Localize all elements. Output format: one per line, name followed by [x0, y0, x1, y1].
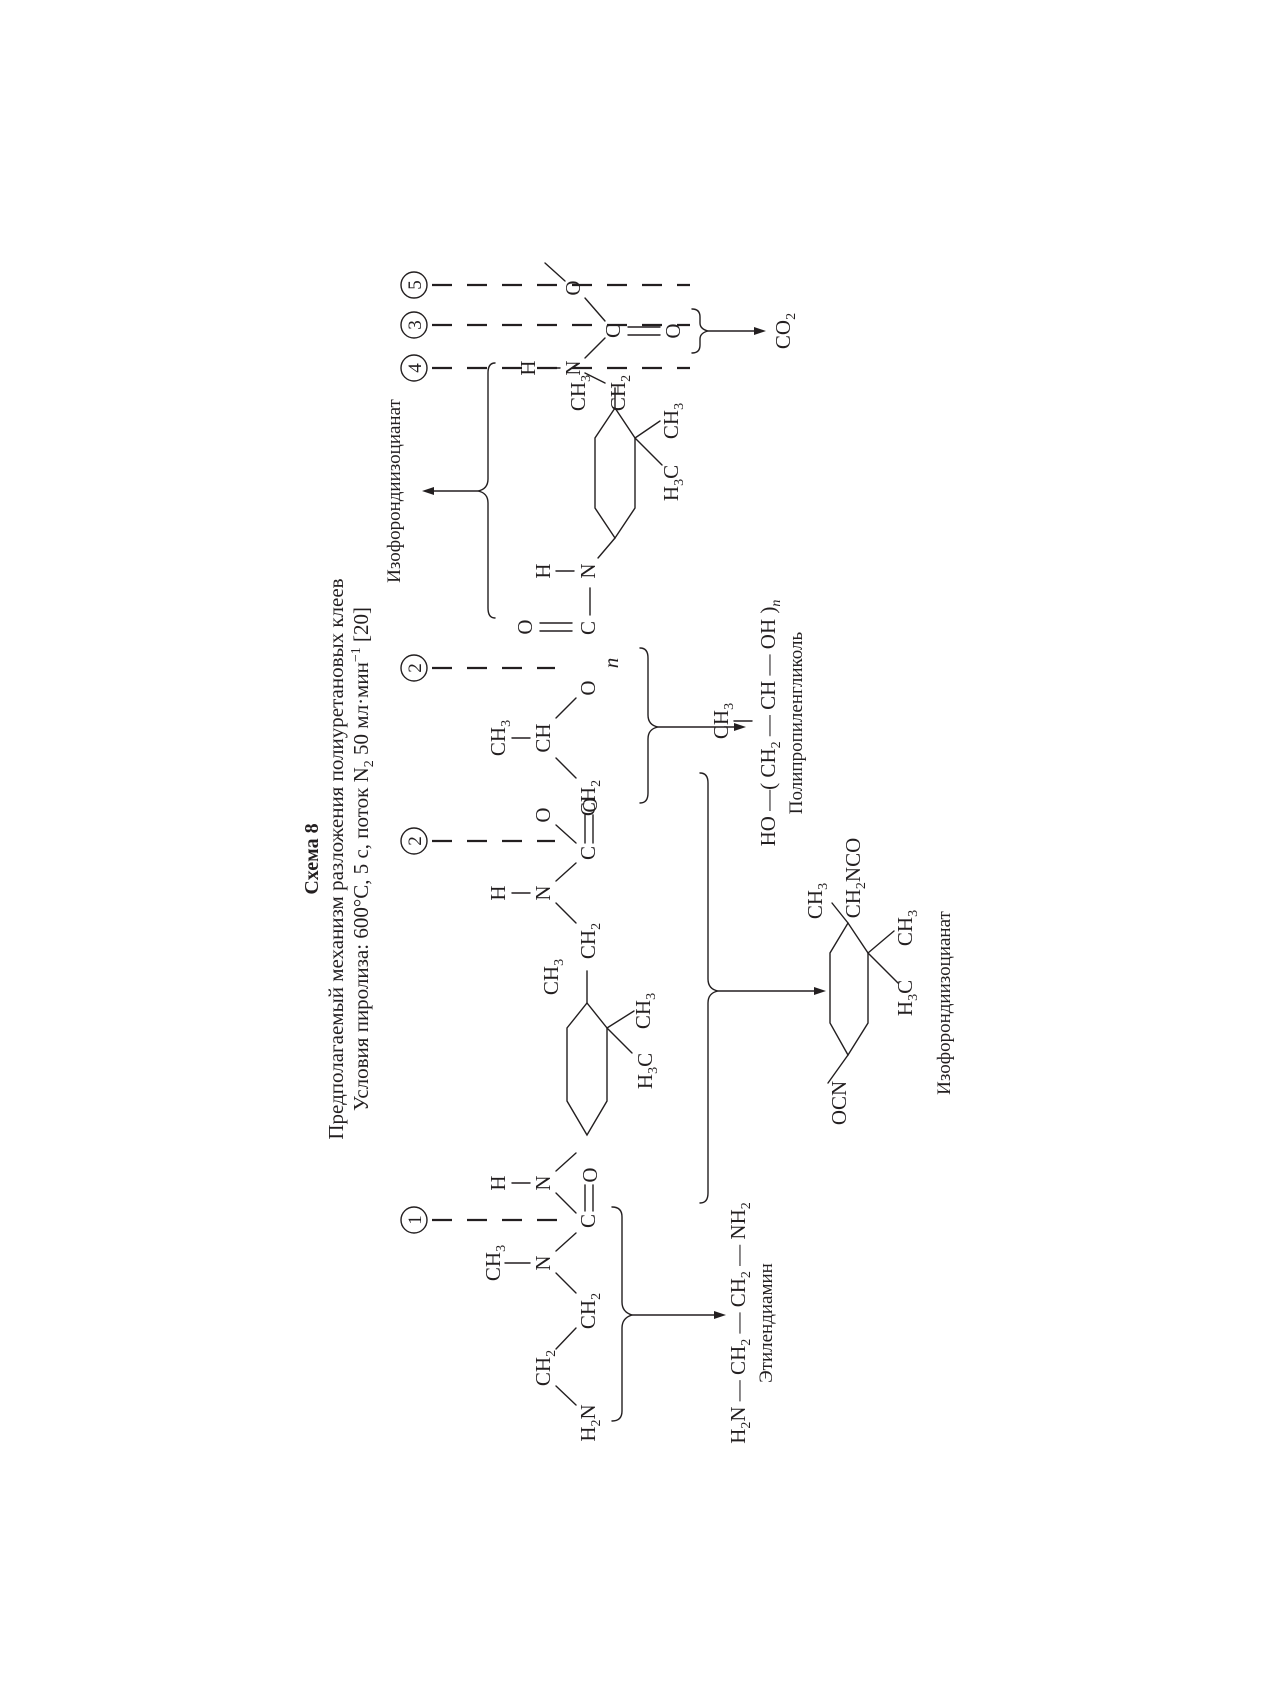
isophorone-diisocyanate-product-1: OCN CH3 H3C CH3 CH2NCO Изофорондиизоциан… — [803, 838, 955, 1125]
label-isophorone-diisocyanate-2: Изофорондиизоцианат — [934, 910, 955, 1094]
pyrolysis-conditions: Условия пиролиза: 600°С, 5 с, поток N2 5… — [349, 607, 377, 1111]
atom-h-urethane-2: H — [486, 885, 510, 900]
atom-ch2-b: CH2 — [576, 1293, 604, 1329]
atom-c-carbonyl-1: C — [576, 1214, 600, 1228]
isophorone-unit-1: C O N H CH3 H3C CH3 CH2 N H C O O — [486, 772, 826, 1228]
atom-h2n: H2N — [576, 1404, 604, 1441]
atom-ch3-prod-a: CH3 — [893, 910, 921, 946]
atom-h3c-ring-1: H3C — [633, 1053, 661, 1089]
atom-h-urethane-1: H — [486, 1175, 510, 1190]
atom-o-ppg: O — [576, 680, 600, 695]
atom-n-urethane-2: N — [531, 885, 555, 900]
atom-n-amine: N — [531, 1255, 555, 1270]
atom-c-carbonyl-2: C — [576, 846, 600, 860]
atom-c-carbonyl-4: C — [601, 324, 625, 338]
atom-ch3-ring-1a: CH3 — [631, 993, 659, 1029]
atom-o-carbonyl-1: O — [578, 1167, 602, 1182]
cleavage-site-4: 4 — [405, 363, 426, 373]
cleavage-site-2b: 2 — [405, 663, 426, 673]
polypropylene-glycol-segment: CH2 CH CH3 O n HO —( CH2 — CH — OH )n CH… — [486, 600, 807, 847]
atom-n-urethane-3: N — [576, 563, 600, 578]
atom-o-carbonyl-3: O — [513, 619, 537, 634]
atom-ch2nco-prod: CH2NCO — [841, 838, 869, 919]
atom-ch2-ring-1: CH2 — [576, 923, 604, 959]
atom-n-urethane-1: N — [531, 1175, 555, 1190]
repeat-index-n: n — [599, 658, 623, 669]
ethylenediamine-fragment: H2N CH2 CH2 N CH3 H2N — CH2 — CH2 — NH2 … — [481, 1202, 777, 1444]
atom-h-urethane-3: H — [531, 563, 555, 578]
label-isophorone-diisocyanate-1: Изофорондиизоцианат — [384, 398, 405, 582]
atom-o-carbonyl-4: O — [661, 323, 685, 338]
scheme-title: Схема 8 — [301, 823, 323, 894]
atom-ch2-ppg: CH2 — [576, 780, 604, 816]
atom-h3c-ring-2: H3C — [659, 465, 687, 501]
atom-ch3-ring-2b: CH3 — [566, 375, 594, 411]
atom-h-urethane-4: H — [516, 360, 540, 375]
atom-ch-ppg: CH — [531, 723, 555, 752]
atom-ch3-n: CH3 — [481, 1245, 509, 1281]
atom-ch2-ring-2: CH2 — [606, 375, 634, 411]
atom-ch3-ring-1b: CH3 — [539, 959, 567, 995]
atom-n-urethane-4: N — [561, 360, 585, 375]
rotated-scheme: Схема 8 Предполагаемый механизм разложен… — [301, 262, 955, 1444]
ppg-formula: HO —( CH2 — CH — OH )n — [756, 600, 784, 847]
atom-ch3-ppg: CH3 — [486, 720, 514, 756]
atom-o-ester-2: O — [561, 280, 585, 295]
atom-ch2-a: CH2 — [531, 1350, 559, 1386]
atom-h3c-prod: H3C — [893, 980, 921, 1016]
ethylenediamine-formula: H2N — CH2 — CH2 — NH2 — [726, 1202, 754, 1444]
scheme-subtitle: Предполагаемый механизм разложения полиу… — [324, 578, 348, 1139]
cleavage-site-3: 3 — [405, 320, 426, 330]
co2-product: CO2 — [771, 313, 799, 349]
label-ethylenediamine: Этилендиамин — [756, 1263, 777, 1383]
atom-o-ester-1: O — [531, 807, 555, 822]
atom-o-carbonyl-2: O — [578, 797, 602, 812]
label-polypropylene-glycol: Полипропиленгликоль — [786, 631, 807, 814]
atom-ch3-ring-2a: CH3 — [659, 403, 687, 439]
cleavage-site-5: 5 — [405, 280, 426, 290]
cleavage-site-2a: 2 — [405, 836, 426, 846]
cleavage-site-1: 1 — [405, 1215, 426, 1225]
atom-ch3-ppg-prod: CH3 — [709, 703, 737, 739]
cleavage-markers: 1 2 2 4 3 5 — [400, 271, 690, 1234]
atom-ch3-prod-b: CH3 — [803, 883, 831, 919]
isophorone-unit-2: C O N H CH3 H3C CH3 CH2 N H C O O Изофор… — [384, 262, 799, 635]
atom-c-carbonyl-3: C — [576, 621, 600, 635]
atom-ocn: OCN — [827, 1081, 851, 1125]
